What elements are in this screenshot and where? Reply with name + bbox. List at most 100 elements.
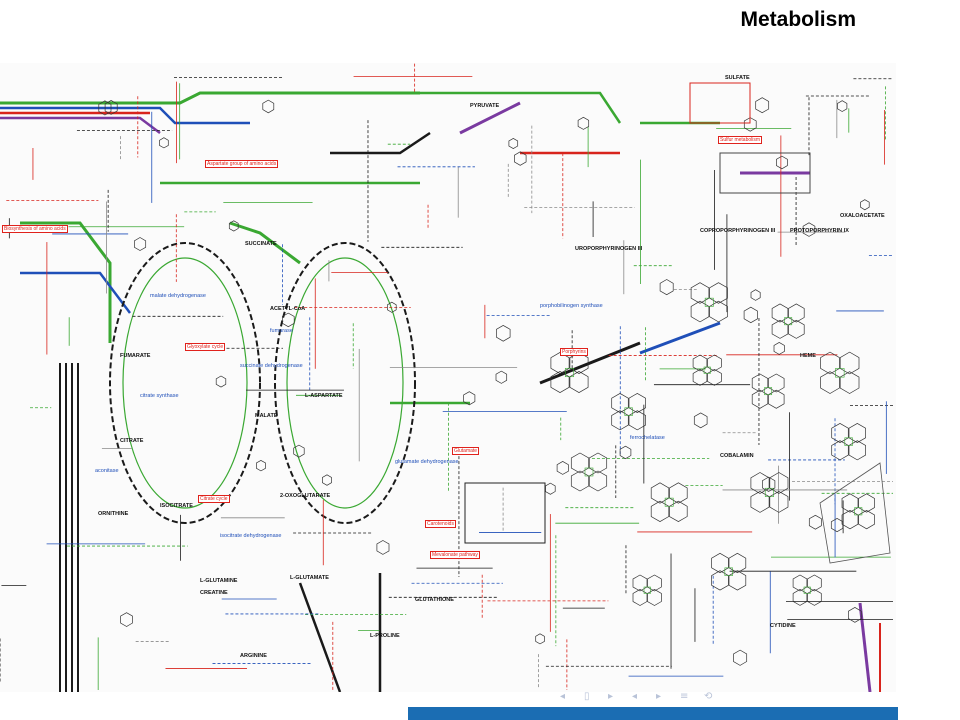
first-icon[interactable]: ◂ [560,691,566,702]
porphyrin-ring [831,440,849,461]
compound-label: OXALOACETATE [840,213,885,219]
porphyrin-ring [707,354,722,372]
molecule-ring [514,151,527,166]
last-icon[interactable]: ▸ [656,691,662,702]
porphyrin-ring [632,588,648,606]
pathway-highway [20,271,131,314]
porphyrin-ring [728,570,747,591]
enzyme-label: malate dehydrogenase [150,293,206,299]
molecule-ring [98,100,112,116]
molecule-ring [159,137,169,149]
porphyrin-core [764,387,773,396]
porphyrin-ring [588,470,608,492]
molecule-ring [848,606,862,623]
molecule-ring [387,301,397,313]
pathway-highway [0,91,420,105]
pathway-name-label: Biosynthesis of amino acids [2,225,68,233]
porphyrin-ring [669,500,688,523]
porphyrin-ring [792,588,808,606]
porphyrin-ring [769,490,789,513]
prev-icon[interactable]: ▯ [584,691,590,702]
porphyrin-ring [690,282,710,304]
pathway-highway [0,116,161,134]
glyoxylate-cycle-ring [122,257,248,509]
molecule-ring [837,100,848,112]
porphyrin-ring [647,574,662,592]
porphyrin-ring [771,319,789,339]
molecule-ring [545,482,556,495]
porphyrin-ring [848,422,866,444]
enzyme-label: isocitrate dehydrogenase [220,533,282,539]
compound-label: ISOCITRATE [160,503,193,509]
porphyrin-core [835,368,845,378]
pathway-highway [330,131,431,155]
molecule-ring [773,341,785,355]
molecule-ring [619,445,632,460]
porphyrin-core [704,297,714,307]
enzyme-label: fumarase [270,328,293,334]
pathway-highway [420,91,622,124]
porphyrin-ring [751,373,769,393]
pathway-highway [858,602,872,692]
next-icon[interactable]: ◂ [632,691,638,702]
porphyrin-ring [839,371,860,394]
molecule-ring [262,99,275,114]
porphyrin-core [643,586,651,594]
molecule-ring [733,649,748,666]
porphyrin-ring [550,351,570,375]
slide-icon[interactable]: ▸ [608,691,614,702]
molecule-ring [293,444,305,458]
porphyrin-core [624,407,633,416]
compound-label: SULFATE [725,75,750,81]
porphyrin-ring [570,470,590,492]
zoom-icon[interactable]: ⟲ [704,691,713,702]
porphyrin-ring [820,351,840,375]
pathway-name-label: Glyoxylate cycle [185,343,226,351]
pathway-box [464,482,546,544]
compound-label: ARGININE [240,653,267,659]
porphyrin-core [854,507,863,516]
compound-label: HEME [800,353,816,359]
slide-navigation[interactable]: ◂ ▯ ▸ ◂ ▸ ≡ ⟲ [560,690,714,704]
porphyrin-ring [769,472,789,494]
enzyme-label: ferrochelatase [630,435,665,441]
enzyme-label: glutamate dehydrogenase [395,459,459,465]
porphyrin-ring [807,588,822,606]
porphyrin-ring [858,509,875,530]
porphyrin-ring [841,493,859,513]
porphyrin-ring [569,351,589,375]
porphyrin-ring [632,574,648,592]
compound-label: CYTIDINE [770,623,796,629]
porphyrin-ring [692,368,708,386]
enzyme-label: porphobilinogen synthase [540,303,603,309]
compound-label: L-ASPARTATE [305,393,343,399]
porphyrin-ring [611,392,629,414]
molecule-ring [215,375,227,388]
molecule-ring [282,312,295,328]
molecule-ring [802,222,816,237]
porphyrin-ring [647,588,662,606]
porphyrin-ring [650,500,670,523]
porphyrin-ring [848,440,866,461]
compound-label: CREATINE [200,590,228,596]
molecule-ring [256,459,266,472]
porphyrin-ring [588,452,608,474]
inner-cycle-ring [286,257,404,509]
porphyrin-ring [788,303,805,323]
porphyrin-ring [690,300,710,323]
pathway-box [689,82,751,124]
porphyrin-ring [709,300,728,323]
porphyrin-ring [792,574,808,592]
porphyrin-core [584,467,594,477]
pathway-name-label: Glutamate [452,447,480,455]
porphyrin-core [803,586,811,594]
molecule-ring [750,289,761,301]
porphyrin-ring [771,303,789,323]
citrate-cycle-ring [109,242,261,524]
porphyrin-core [844,437,853,446]
menu-icon[interactable]: ≡ [680,691,689,702]
footer-text [292,708,392,716]
pathway-box [819,462,891,564]
molecule-ring [830,517,844,533]
molecule-ring [463,391,476,406]
